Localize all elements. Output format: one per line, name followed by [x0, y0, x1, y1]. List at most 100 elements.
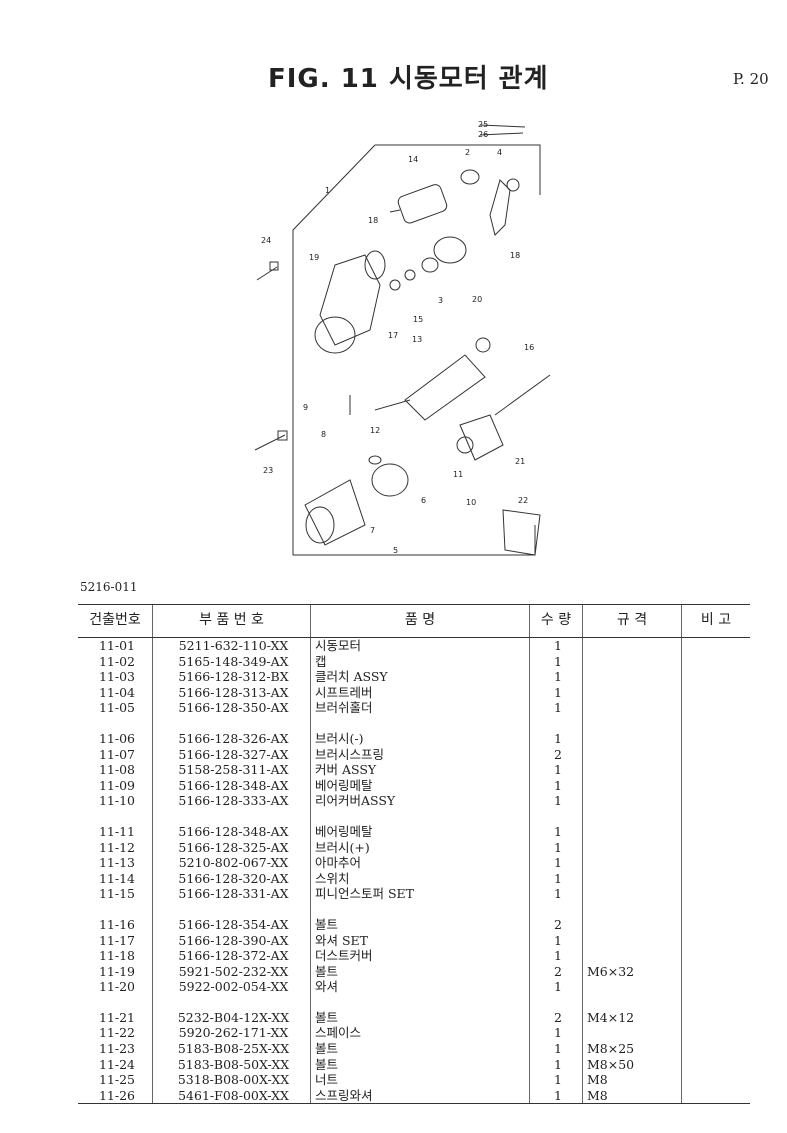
row-spec: [582, 855, 682, 871]
row-number: 11-25: [98, 1072, 136, 1088]
spacer-cell: [582, 901, 682, 917]
spacer-cell: [152, 994, 311, 1010]
row-number: 11-13: [98, 855, 136, 871]
row-quantity: 2: [529, 916, 583, 933]
row-part-name: 스페이스: [310, 1025, 530, 1042]
row-part-number: 5166-128-320-AX: [152, 870, 311, 887]
row-part-name: 시프트레버: [310, 684, 530, 701]
diagram-label: 4: [497, 148, 502, 157]
row-remark: [681, 839, 750, 856]
diagram-label: 1: [325, 186, 330, 195]
row-quantity: 1: [529, 793, 583, 809]
spacer-cell: [529, 901, 583, 917]
spacer-cell: [152, 901, 311, 917]
row-part-number: 5166-128-390-AX: [152, 932, 311, 949]
row-spec: [582, 823, 682, 840]
row-quantity: 1: [529, 948, 583, 964]
row-remark: [681, 823, 750, 840]
col-header-qty: 수 량: [529, 604, 583, 638]
diagram-label: 20: [472, 295, 482, 304]
row-quantity: 1: [529, 1072, 583, 1088]
row-remark: [681, 653, 750, 670]
figure-title: FIG. 11 시동모터 관계: [268, 64, 549, 94]
row-number: 11-11: [98, 823, 136, 839]
row-quantity: 1: [529, 762, 583, 778]
row-part-name: 아마추어: [310, 855, 530, 871]
diagram-label: 7: [370, 526, 375, 535]
spacer-cell: [78, 716, 153, 731]
row-part-number: 5922-002-054-XX: [152, 979, 311, 995]
row-remark: [681, 979, 750, 995]
row-part-name: 볼트: [310, 1056, 530, 1073]
row-remark: [681, 963, 750, 980]
diagram-label: 8: [321, 430, 326, 439]
diagram-label: 12: [370, 426, 380, 435]
row-spec: [582, 839, 682, 856]
row-remark: [681, 855, 750, 871]
row-part-name: 브러시(-): [310, 730, 530, 747]
row-quantity: 1: [529, 870, 583, 887]
col-header-name: 품 명: [310, 604, 530, 638]
row-spec: M8×25: [582, 1041, 682, 1057]
row-spec: M8: [582, 1072, 682, 1088]
row-quantity: 2: [529, 746, 583, 763]
row-number: 11-24: [98, 1056, 136, 1072]
diagram-label: 16: [524, 343, 534, 352]
group-spacer: [78, 715, 750, 731]
row-spec: [582, 653, 682, 670]
row-spec: [582, 684, 682, 701]
diagram-label: 18: [510, 251, 520, 260]
row-number: 11-12: [98, 839, 136, 855]
row-remark: [681, 700, 750, 716]
row-part-name: 클러치 ASSY: [310, 669, 530, 685]
row-part-number: 5210-802-067-XX: [152, 855, 311, 871]
exploded-parts-diagram: 25 26 14 2 4 1 18 24 19 18 3 17 15 20 13…: [254, 120, 551, 556]
row-spec: M8: [582, 1087, 682, 1105]
document-code: 5216-011: [80, 580, 138, 594]
row-spec: [582, 730, 682, 747]
row-number: 11-06: [98, 730, 136, 746]
diagram-label: 24: [261, 236, 271, 245]
row-number: 11-21: [98, 1009, 136, 1025]
row-part-name: 와셔: [310, 979, 530, 995]
diagram-label: 5: [393, 546, 398, 555]
diagram-label: 21: [515, 457, 525, 466]
col-header-no: 건출번호: [78, 604, 153, 638]
row-part-number: 5318-B08-00X-XX: [152, 1072, 311, 1088]
row-remark: [681, 1056, 750, 1073]
row-remark: [681, 1009, 750, 1026]
row-spec: [582, 777, 682, 794]
row-part-name: 캡: [310, 653, 530, 670]
row-number: 11-02: [98, 653, 136, 669]
row-part-number: 5166-128-312-BX: [152, 669, 311, 685]
row-part-name: 브러시스프링: [310, 746, 530, 763]
row-part-name: 베어링메탈: [310, 823, 530, 840]
diagram-label: 9: [303, 403, 308, 412]
col-header-part: 부 품 번 호: [152, 604, 311, 638]
row-spec: [582, 870, 682, 887]
row-spec: [582, 700, 682, 716]
row-part-name: 볼트: [310, 1009, 530, 1026]
row-remark: [681, 762, 750, 778]
spacer-cell: [681, 901, 750, 917]
row-remark: [681, 1072, 750, 1088]
row-remark: [681, 684, 750, 701]
spacer-cell: [78, 902, 153, 917]
